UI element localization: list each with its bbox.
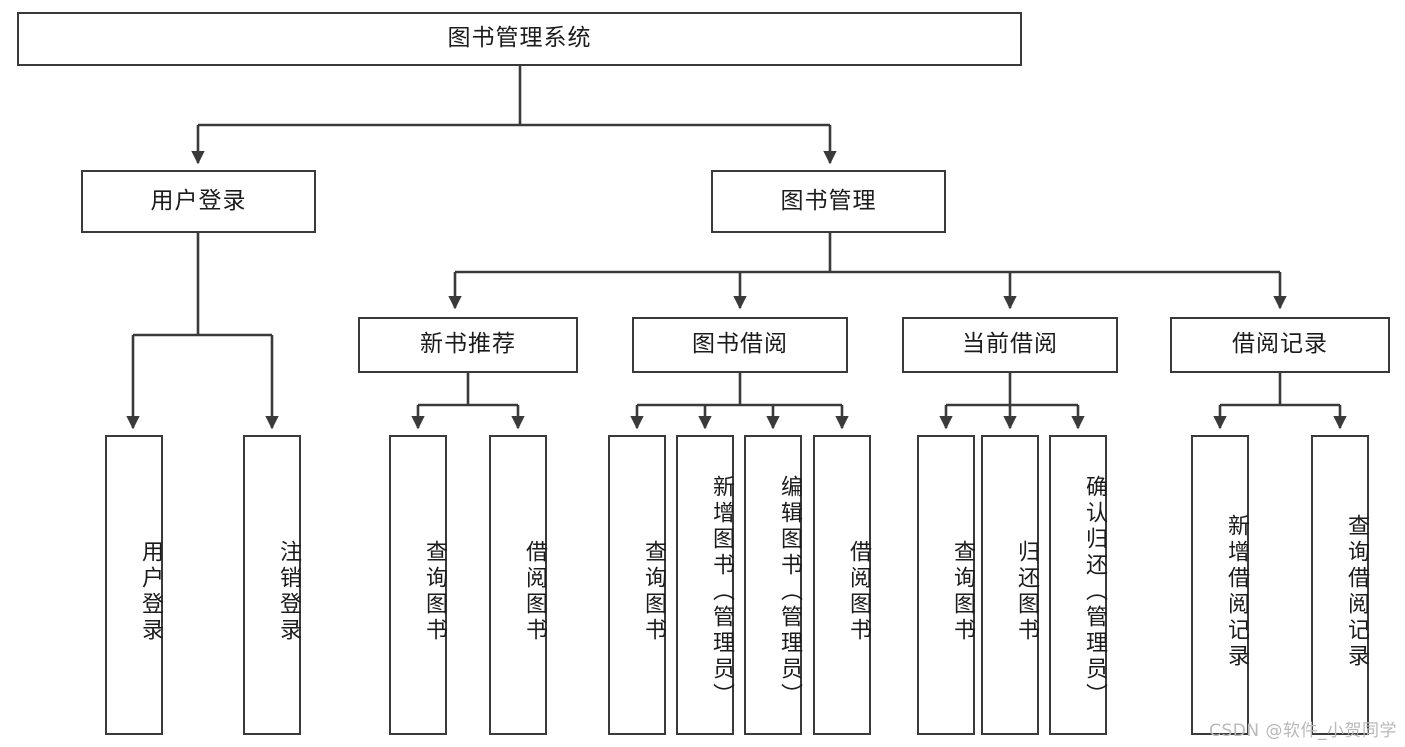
- node-leaf-query-book-3[interactable]: 查询图书: [917, 435, 975, 735]
- node-book-borrow[interactable]: 图书借阅: [632, 317, 848, 373]
- node-label: 借阅图书: [522, 540, 547, 644]
- node-label: 借阅记录: [1232, 331, 1328, 358]
- node-label: 查询借阅记录: [1344, 514, 1369, 670]
- node-label: 新书推荐: [420, 331, 516, 358]
- node-label: 编辑图书（管理员）: [777, 475, 802, 709]
- node-leaf-borrow-book-2[interactable]: 借阅图书: [813, 435, 871, 735]
- node-leaf-edit-book[interactable]: 编辑图书（管理员）: [744, 435, 802, 735]
- node-label: 借阅图书: [846, 540, 871, 644]
- node-label: 当前借阅: [962, 331, 1058, 358]
- node-label: 查询图书: [950, 540, 975, 644]
- node-leaf-query-book-2[interactable]: 查询图书: [608, 435, 666, 735]
- node-leaf-add-book[interactable]: 新增图书（管理员）: [676, 435, 734, 735]
- node-leaf-borrow-book-1[interactable]: 借阅图书: [489, 435, 547, 735]
- node-borrow-record[interactable]: 借阅记录: [1170, 317, 1390, 373]
- node-label: 归还图书: [1014, 540, 1039, 644]
- node-leaf-user-login[interactable]: 用户登录: [105, 435, 163, 735]
- node-leaf-add-record[interactable]: 新增借阅记录: [1191, 435, 1249, 735]
- node-label: 查询图书: [641, 540, 666, 644]
- node-leaf-return-book[interactable]: 归还图书: [981, 435, 1039, 735]
- node-leaf-query-book-1[interactable]: 查询图书: [389, 435, 447, 735]
- node-label: 新增借阅记录: [1224, 514, 1249, 670]
- node-leaf-query-record[interactable]: 查询借阅记录: [1311, 435, 1369, 735]
- node-label: 图书管理: [780, 187, 877, 214]
- node-leaf-confirm-return[interactable]: 确认归还（管理员）: [1049, 435, 1107, 735]
- node-label: 用户登录: [138, 540, 163, 644]
- node-current-borrow[interactable]: 当前借阅: [902, 317, 1118, 373]
- node-leaf-logout-login[interactable]: 注销登录: [243, 435, 301, 735]
- node-label: 确认归还（管理员）: [1082, 475, 1107, 709]
- node-label: 图书借阅: [692, 331, 788, 358]
- node-label: 查询图书: [422, 540, 447, 644]
- node-label: 新增图书（管理员）: [709, 475, 734, 709]
- node-label: 注销登录: [276, 540, 301, 644]
- node-book-management[interactable]: 图书管理: [711, 170, 946, 233]
- node-root-system[interactable]: 图书管理系统: [17, 12, 1022, 66]
- node-new-book-recommend[interactable]: 新书推荐: [358, 317, 578, 373]
- node-label: 用户登录: [150, 187, 247, 214]
- node-label: 图书管理系统: [447, 25, 592, 52]
- node-user-login[interactable]: 用户登录: [81, 170, 316, 233]
